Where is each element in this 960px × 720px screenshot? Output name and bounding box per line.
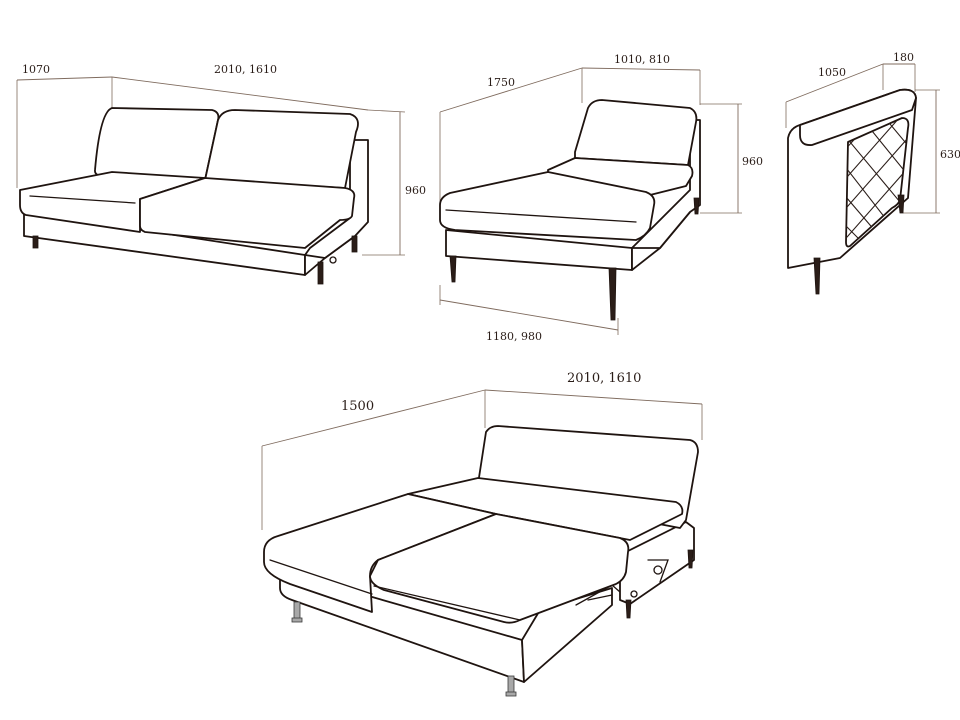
chaise-drawing xyxy=(439,99,701,321)
bed-leg xyxy=(625,599,632,619)
chaise-leg xyxy=(693,197,700,215)
sofa-leg xyxy=(32,235,39,249)
sofa-drawing xyxy=(19,107,369,285)
armrest-leg xyxy=(813,257,821,295)
chaise-dimensions: 1750 1010, 810 960 1180, 980 xyxy=(439,53,763,343)
bed-drawing xyxy=(263,425,699,697)
sofa-view: 1070 2010, 1610 960 xyxy=(16,63,426,285)
sofa-height-label: 960 xyxy=(405,184,426,197)
chaise-view: 1750 1010, 810 960 1180, 980 xyxy=(439,53,763,343)
bed-width-label: 2010, 1610 xyxy=(567,371,641,386)
sofa-dimensions: 1070 2010, 1610 960 xyxy=(16,63,426,256)
sofa-bed-view: 1500 2010, 1610 xyxy=(261,371,703,697)
chaise-leg xyxy=(608,267,617,321)
sofa-leg xyxy=(351,235,358,253)
armrest-thickness-label: 180 xyxy=(893,51,914,64)
sofa-leg xyxy=(317,261,324,285)
sofa-depth-label: 1070 xyxy=(22,63,50,76)
bed-length-label: 1500 xyxy=(341,399,374,414)
bed-dimensions: 1500 2010, 1610 xyxy=(261,371,703,530)
bed-leg-foot xyxy=(291,617,303,623)
armrest-leg xyxy=(897,194,905,214)
chaise-width-label: 1010, 810 xyxy=(614,53,670,66)
bed-leg xyxy=(293,601,301,621)
armrest-dimensions: 1050 180 630 xyxy=(785,51,960,214)
bed-leg xyxy=(507,675,515,695)
armrest-depth-label: 1050 xyxy=(818,66,846,79)
armrest-height-label: 630 xyxy=(940,148,960,161)
chaise-height-label: 960 xyxy=(742,155,763,168)
bed-leg xyxy=(687,549,694,569)
armrest-drawing xyxy=(787,88,917,295)
chaise-length-label: 1750 xyxy=(487,76,515,89)
sofa-width-label: 2010, 1610 xyxy=(214,63,277,76)
bed-leg-foot xyxy=(505,691,517,697)
armrest-view: 1050 180 630 xyxy=(785,51,960,295)
chaise-seat-width-label: 1180, 980 xyxy=(486,330,542,343)
chaise-leg xyxy=(449,255,457,283)
